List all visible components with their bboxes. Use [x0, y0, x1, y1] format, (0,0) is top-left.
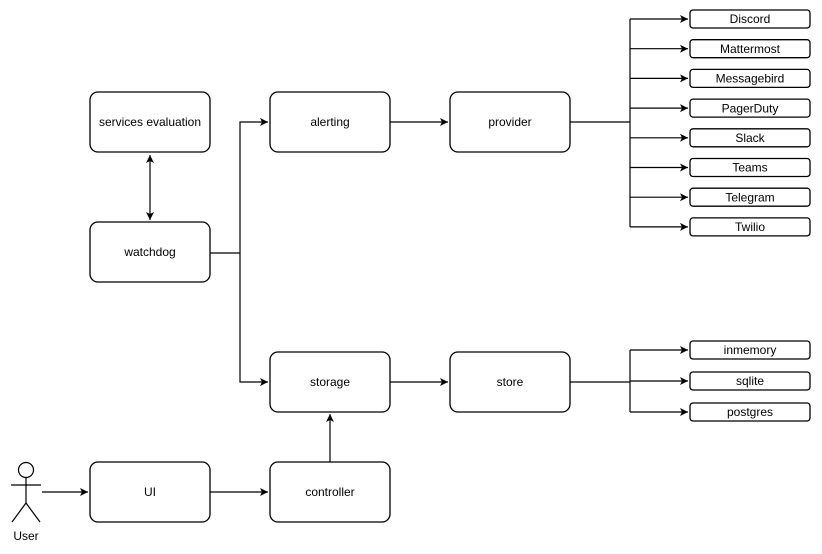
node-store: store: [449, 351, 571, 413]
node-alerting-label: alerting: [310, 115, 349, 129]
provider-edges: [570, 15, 688, 231]
provider-twilio: Twilio: [689, 217, 811, 237]
node-provider-label: provider: [488, 115, 531, 129]
provider-slack: Slack: [689, 128, 811, 148]
node-services-evaluation-label: services evaluation: [99, 115, 201, 129]
store-edges: [570, 346, 688, 416]
node-watchdog: watchdog: [89, 221, 211, 283]
provider-pagerduty: PagerDuty: [689, 98, 811, 118]
node-controller-label: controller: [305, 485, 354, 499]
provider-nodes: DiscordMattermostMessagebirdPagerDutySla…: [689, 9, 811, 237]
store-postgres: postgres: [689, 402, 811, 422]
store-nodes: inmemory sqlite postgres: [689, 340, 811, 422]
node-watchdog-label: watchdog: [123, 245, 175, 259]
provider-messagebird-label: Messagebird: [716, 72, 785, 86]
store-inmemory-label: inmemory: [724, 343, 777, 357]
node-storage: storage: [269, 351, 391, 413]
provider-mattermost-label: Mattermost: [720, 42, 781, 56]
provider-slack-label: Slack: [735, 131, 765, 145]
edges: [42, 15, 688, 496]
node-ui: UI: [89, 461, 211, 523]
provider-twilio-label: Twilio: [735, 220, 765, 234]
provider-discord-label: Discord: [730, 12, 771, 26]
node-alerting: alerting: [269, 91, 391, 153]
edge-watchdog-storage: [239, 253, 268, 386]
provider-teams: Teams: [689, 157, 811, 178]
node-provider: provider: [449, 91, 571, 153]
store-sqlite: sqlite: [689, 371, 811, 391]
node-storage-label: storage: [310, 375, 350, 389]
node-controller: controller: [269, 461, 391, 523]
user-actor-label: User: [13, 529, 38, 543]
provider-teams-label: Teams: [732, 161, 767, 175]
user-actor-icon: [11, 461, 41, 523]
provider-mattermost: Mattermost: [689, 39, 811, 59]
provider-messagebird: Messagebird: [689, 68, 811, 89]
node-store-label: store: [497, 375, 524, 389]
store-inmemory: inmemory: [689, 340, 811, 360]
store-sqlite-label: sqlite: [736, 374, 764, 388]
provider-telegram: Telegram: [689, 187, 811, 207]
node-services-evaluation: services evaluation: [89, 91, 211, 153]
store-postgres-label: postgres: [727, 405, 773, 419]
provider-telegram-label: Telegram: [725, 190, 774, 204]
edge-watchdog-alerting: [239, 118, 268, 253]
provider-discord: Discord: [689, 9, 811, 29]
provider-pagerduty-label: PagerDuty: [722, 101, 779, 115]
node-ui-label: UI: [144, 485, 156, 499]
